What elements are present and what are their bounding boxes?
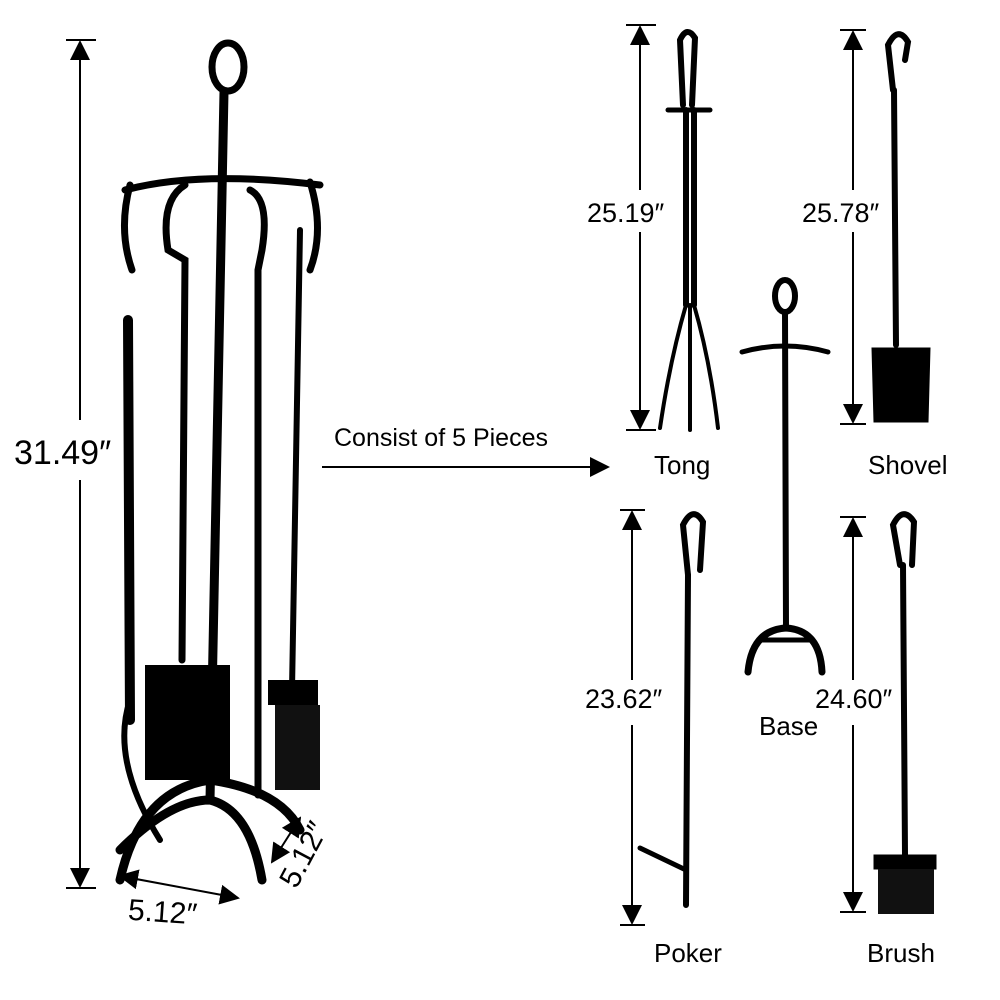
poker-graphic xyxy=(637,511,707,908)
poker-length-label: 23.62″ xyxy=(585,684,663,714)
set-height-label: 31.49″ xyxy=(14,434,112,472)
width-dimension xyxy=(118,869,240,905)
brush-length-label: 24.60″ xyxy=(815,684,893,714)
pieces-caption: Consist of 5 Pieces xyxy=(334,424,548,452)
poker-name-label: Poker xyxy=(654,938,722,968)
tong-length-label: 25.19″ xyxy=(587,198,665,228)
set-width-label: 5.12″ xyxy=(126,893,199,932)
shovel-length-label: 25.78″ xyxy=(802,198,880,228)
brush-name-label: Brush xyxy=(867,938,935,968)
shovel-name-label: Shovel xyxy=(868,450,948,480)
tong-graphic xyxy=(658,29,720,432)
tong-name-label: Tong xyxy=(654,450,711,480)
brush-graphic xyxy=(873,511,937,914)
base-graphic xyxy=(739,277,831,676)
base-name-label: Base xyxy=(759,711,819,741)
assembled-tool-set xyxy=(115,39,324,885)
shovel-graphic xyxy=(871,31,931,423)
